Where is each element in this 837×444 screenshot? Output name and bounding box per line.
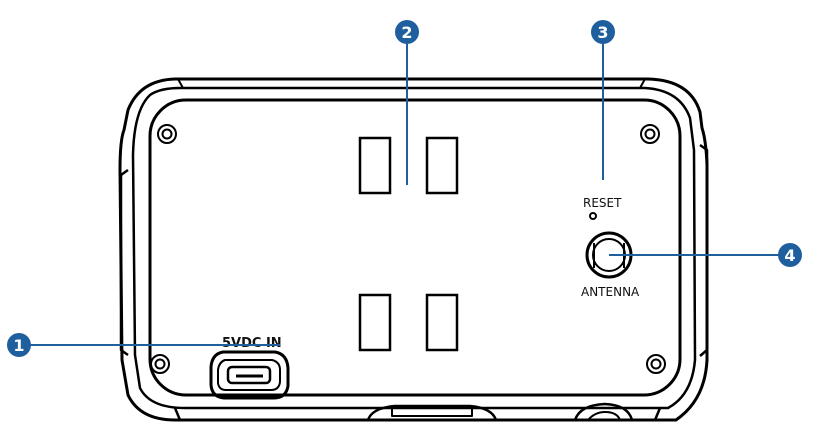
mounting-slot xyxy=(358,293,392,352)
callout-4: 4 xyxy=(778,243,802,267)
screw-icon xyxy=(157,124,177,144)
right-side-grip xyxy=(699,143,709,357)
power-input-label: 5VDC IN xyxy=(222,336,282,351)
callout-2: 2 xyxy=(395,20,419,44)
outer-bumper xyxy=(118,77,709,422)
callout-3: 3 xyxy=(591,20,615,44)
screw-icon xyxy=(640,124,660,144)
callout-lines xyxy=(30,40,783,346)
screw-icon xyxy=(646,354,666,374)
left-side-grip xyxy=(119,168,129,357)
antenna-label: ANTENNA xyxy=(581,285,640,299)
callout-3-number: 3 xyxy=(597,23,608,42)
reset-label: RESET xyxy=(583,196,622,210)
callout-4-number: 4 xyxy=(784,246,795,265)
callout-1-number: 1 xyxy=(13,336,24,355)
callout-1: 1 xyxy=(7,333,31,357)
inner-bumper xyxy=(131,86,697,410)
mounting-slot xyxy=(358,136,392,195)
mounting-slots xyxy=(358,136,459,352)
micro-usb-port-icon[interactable] xyxy=(209,350,290,400)
reset-hole-icon[interactable] xyxy=(589,212,597,220)
bottom-slot xyxy=(366,404,498,421)
bottom-ridge xyxy=(173,407,662,421)
mounting-slot xyxy=(425,293,459,352)
mounting-slot xyxy=(425,136,459,195)
callout-2-number: 2 xyxy=(401,23,412,42)
bottom-tab xyxy=(573,402,634,421)
device-housing xyxy=(118,77,709,422)
screw-icon xyxy=(150,354,170,374)
faceplate xyxy=(148,98,682,397)
